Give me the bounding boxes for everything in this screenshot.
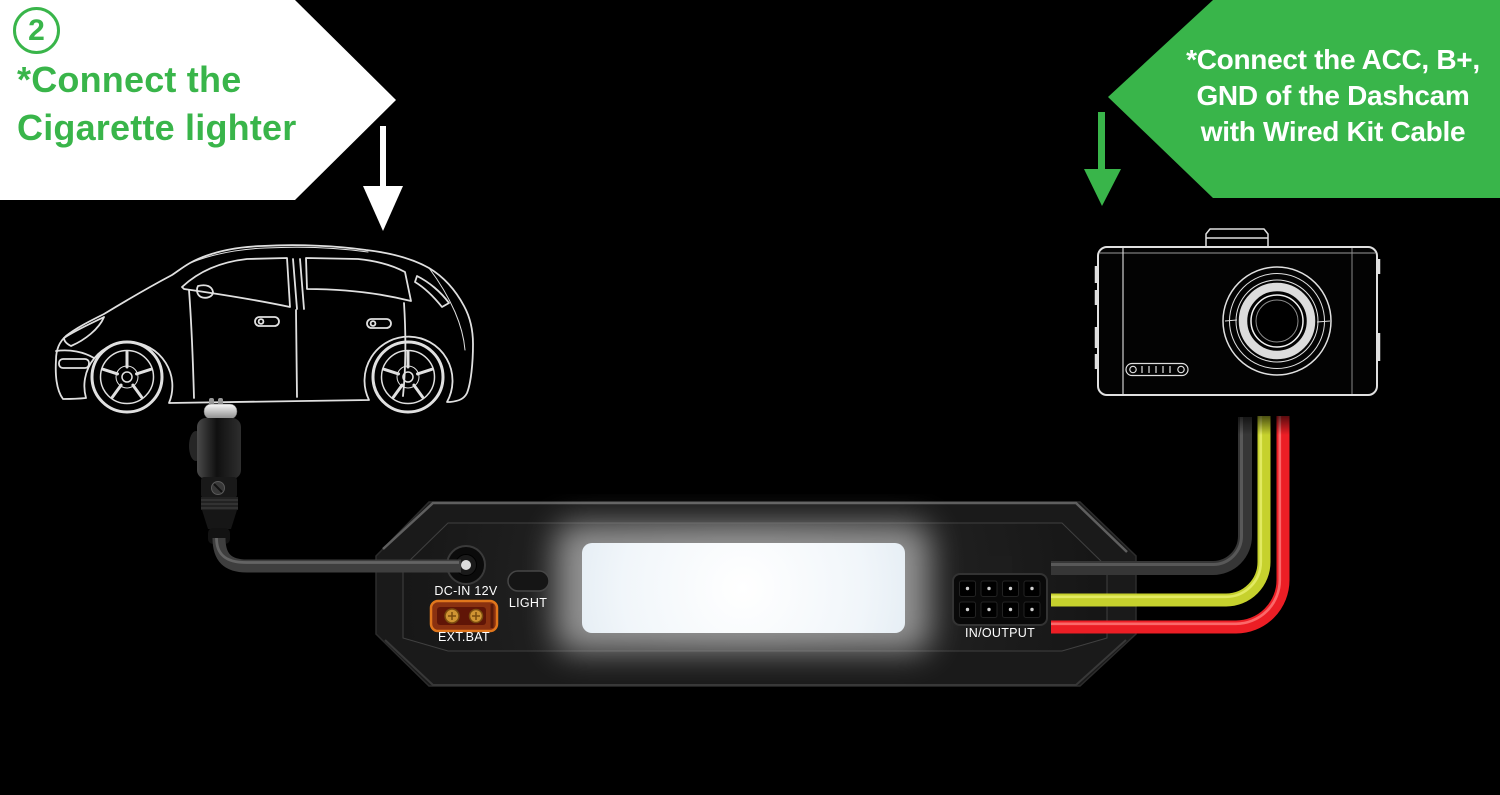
down-arrow-white-icon [363, 126, 403, 231]
car-quarter-window [414, 275, 450, 308]
dashcam-mount [1205, 228, 1269, 247]
light-label: LIGHT [508, 596, 548, 610]
step2-callout-text: *Connect the Cigarette lighter [17, 56, 296, 152]
car-body [54, 244, 474, 404]
ext-bat-port [429, 599, 499, 633]
ext-bat-label: EXT.BAT [438, 630, 490, 644]
led-light-panel [582, 543, 905, 633]
dc-in-label: DC-IN 12V [434, 584, 498, 598]
car-headlight [63, 316, 105, 347]
car-side-outline-illustration [54, 244, 474, 414]
car-door-handle-lock [257, 318, 265, 325]
car-hatch-line [428, 267, 466, 351]
cigarette-lighter-plug [189, 398, 241, 544]
dashcam-outline-illustration [1094, 228, 1381, 396]
car-mirror [196, 284, 214, 299]
wire-red-bplus [1051, 416, 1290, 634]
car-rear-window [305, 257, 412, 302]
car-b-pillar [292, 258, 298, 310]
car-bumper-crease [55, 349, 95, 359]
car-b-pillar [299, 258, 305, 310]
car-front-wheel [90, 340, 164, 414]
light-button [507, 570, 550, 592]
dashcam-callout-text: *Connect the ACC, B+, GND of the Dashcam… [1166, 42, 1500, 150]
car-door-handle [366, 318, 392, 329]
car-bumper-slot [58, 358, 90, 369]
car-front-window [181, 257, 291, 308]
device-top-rim-highlight [382, 501, 1128, 553]
car-door-gap [188, 289, 195, 399]
connector-pins [965, 586, 1034, 612]
device-bottom-rim [384, 639, 1127, 686]
step-number: 2 [28, 13, 45, 47]
power-cable-gray [212, 537, 471, 573]
plug-body [197, 418, 241, 479]
battery-pack-device [375, 501, 1137, 687]
wire-yellow-acc [1051, 416, 1271, 607]
callout-line: Cigarette lighter [17, 107, 297, 148]
cable-top-shadow [1234, 409, 1292, 435]
callout-line: GND of the Dashcam [1196, 80, 1470, 111]
plug-tip-in-jack [461, 560, 471, 570]
callout-line: with Wired Kit Cable [1200, 116, 1466, 147]
car-rear-wheel [371, 340, 445, 414]
wire-black-gnd [1051, 417, 1252, 575]
in-output-port [952, 556, 1048, 626]
down-arrow-green-icon [1084, 112, 1121, 206]
dashcam-lens [1222, 266, 1332, 376]
car-door-gap [295, 309, 298, 398]
car-roof-inner-line [189, 246, 369, 264]
step-number-badge: 2 [13, 7, 60, 54]
dashcam-speaker-grille [1125, 362, 1189, 377]
in-output-label: IN/OUTPUT [964, 626, 1036, 640]
callout-line: *Connect the [17, 59, 242, 100]
car-door-handle [254, 316, 280, 327]
callout-line: *Connect the ACC, B+, [1186, 44, 1480, 75]
car-door-handle-lock [369, 320, 377, 327]
